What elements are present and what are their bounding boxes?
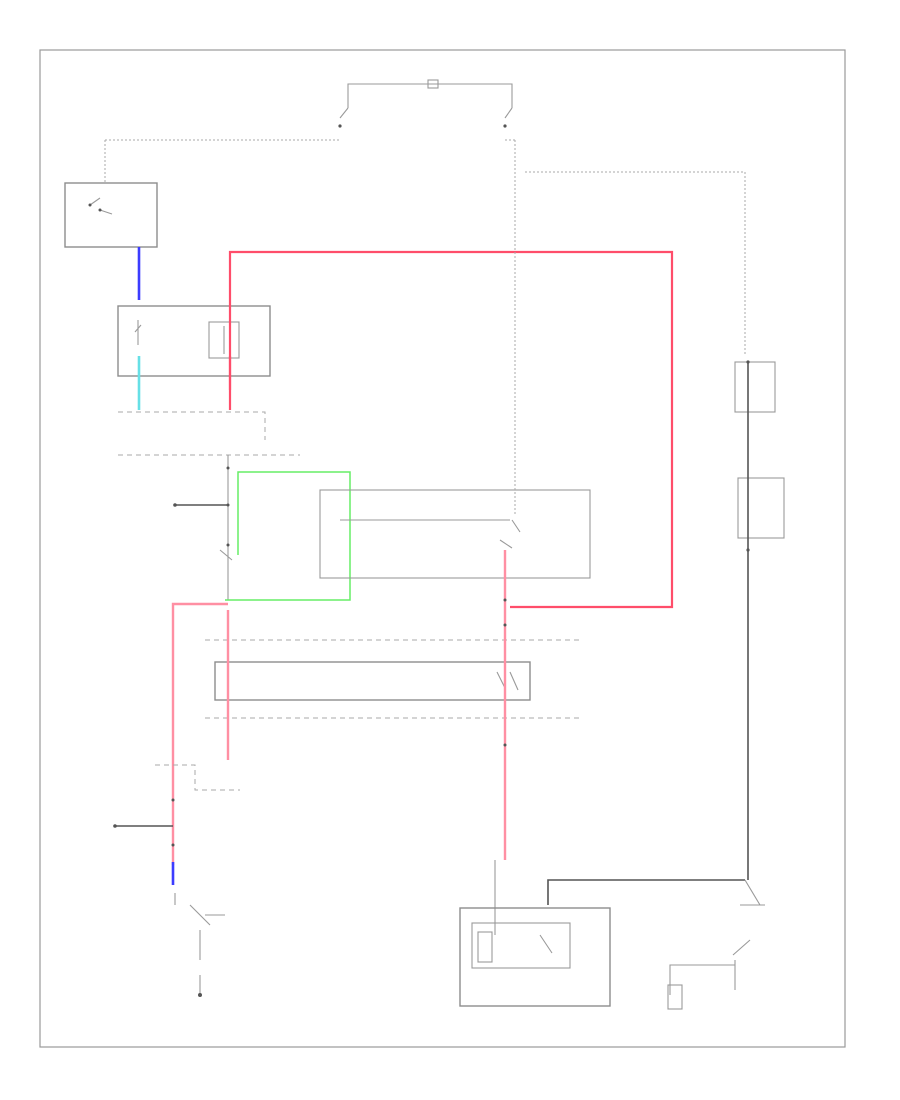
diagram-frame (39, 49, 846, 1048)
starter-cable (547, 879, 745, 905)
ground-connection (667, 964, 735, 1010)
left-feed-wire (173, 503, 228, 507)
center-junction-block (205, 639, 580, 719)
relay-junction-block (117, 305, 271, 377)
red-wire-loop (228, 250, 674, 609)
top-junction-block (105, 79, 515, 141)
right-relay-stack (734, 360, 785, 880)
transmission-switch (174, 893, 225, 997)
battery (732, 879, 765, 990)
connector-terminals (171, 466, 507, 847)
starter-motor (459, 907, 611, 1007)
connector-dash-1 (118, 411, 266, 440)
lower-left-connector (113, 764, 240, 828)
starter-cut-relay (219, 455, 591, 601)
pink-wire-left (171, 602, 228, 865)
right-feed-wire (525, 171, 746, 355)
ignition-switch (64, 140, 158, 248)
